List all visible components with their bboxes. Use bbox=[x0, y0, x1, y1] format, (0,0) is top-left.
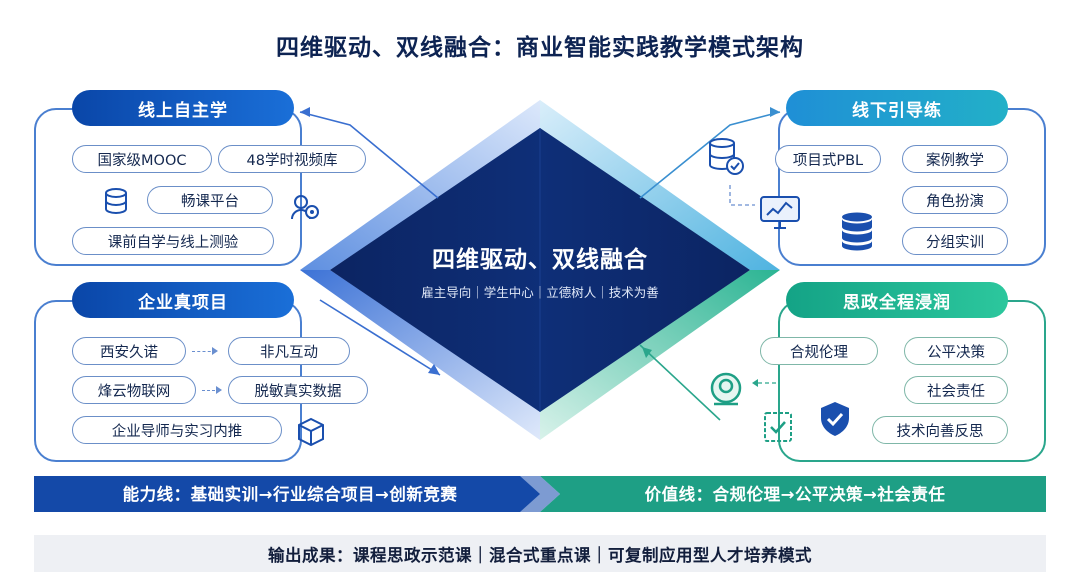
checklist-icon bbox=[764, 412, 792, 442]
center-title: 四维驱动、双线融合 bbox=[432, 247, 648, 273]
enterprise-item-fengyun: 烽云物联网 bbox=[72, 376, 196, 404]
ideology-header: 思政全程浸润 bbox=[786, 282, 1008, 318]
users-icon bbox=[291, 195, 319, 220]
ideology-item-ethics: 合规伦理 bbox=[760, 337, 878, 365]
wedge-bottom-right bbox=[540, 270, 780, 440]
value-bar-shape bbox=[540, 476, 1046, 512]
shield-check-icon bbox=[821, 402, 849, 436]
wedge-top-right bbox=[540, 100, 780, 270]
online-item-mooc: 国家级MOOC bbox=[72, 145, 212, 173]
arrow-jiunuo-to-feifan bbox=[192, 347, 218, 355]
offline-item-case: 案例教学 bbox=[902, 145, 1008, 173]
ideology-item-fairness: 公平决策 bbox=[904, 337, 1008, 365]
location-target-icon bbox=[710, 372, 742, 406]
ideology-item-techgood: 技术向善反思 bbox=[872, 416, 1008, 444]
value-line: 价值线：合规伦理→公平决策→社会责任 bbox=[644, 485, 946, 504]
enterprise-header: 企业真项目 bbox=[72, 282, 294, 318]
online-item-video: 48学时视频库 bbox=[218, 145, 366, 173]
center-subtitle: 雇主导向｜学生中心｜立德树人｜技术为善 bbox=[421, 285, 659, 300]
online-header: 线上自主学 bbox=[72, 90, 294, 126]
cube-icon bbox=[298, 417, 324, 447]
server-shield-icon bbox=[709, 138, 744, 175]
enterprise-item-data: 脱敏真实数据 bbox=[228, 376, 368, 404]
output-banner: 输出成果：课程思政示范课｜混合式重点课｜可复制应用型人才培养模式 bbox=[34, 535, 1046, 572]
ideology-item-social: 社会责任 bbox=[904, 376, 1008, 404]
offline-item-group: 分组实训 bbox=[902, 227, 1008, 255]
database-icon bbox=[105, 188, 127, 214]
monitor-chart-icon bbox=[760, 196, 800, 229]
wedge-top-left bbox=[300, 100, 540, 270]
offline-item-pbl: 项目式PBL bbox=[775, 145, 881, 173]
ability-bar-shape bbox=[34, 476, 560, 512]
database-large-icon bbox=[842, 212, 872, 251]
arrow-fengyun-to-data bbox=[202, 386, 222, 394]
online-item-preclass: 课前自学与线上测验 bbox=[72, 227, 274, 255]
online-item-platform: 畅课平台 bbox=[147, 186, 273, 214]
offline-item-roleplay: 角色扮演 bbox=[902, 186, 1008, 214]
enterprise-item-jiunuo: 西安久诺 bbox=[72, 337, 186, 365]
enterprise-item-mentor: 企业导师与实习内推 bbox=[72, 416, 282, 444]
enterprise-item-feifan: 非凡互动 bbox=[228, 337, 350, 365]
wedge-bottom-left bbox=[300, 270, 540, 440]
offline-header: 线下引导练 bbox=[786, 90, 1008, 126]
page-title: 四维驱动、双线融合：商业智能实践教学模式架构 bbox=[276, 35, 804, 61]
ability-line: 能力线：基础实训→行业综合项目→创新竞赛 bbox=[122, 485, 458, 504]
